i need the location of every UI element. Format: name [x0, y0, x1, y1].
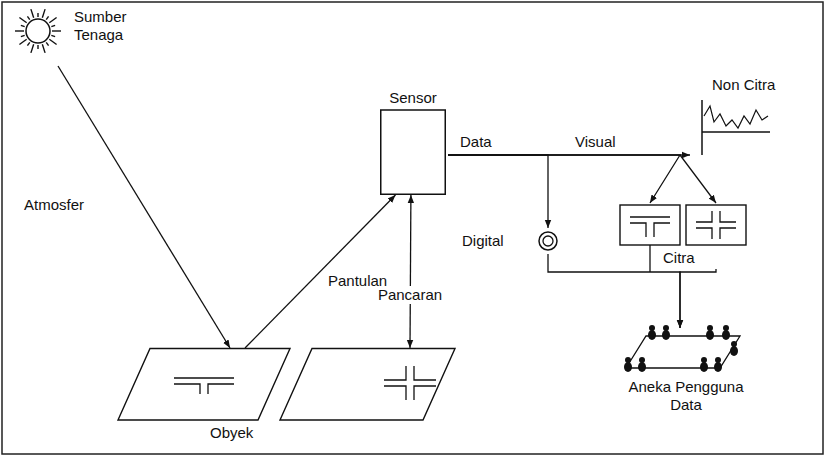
edge-label: Pancaran	[375, 286, 445, 304]
image-frame	[686, 205, 746, 245]
user-figure	[700, 362, 708, 372]
sun-ray	[52, 30, 61, 31]
sun-ray	[42, 9, 45, 18]
object-symbol	[414, 366, 436, 380]
sun-ray	[31, 9, 34, 18]
sun-ray	[21, 25, 25, 26]
sun-ray	[51, 25, 55, 26]
user-figure	[662, 330, 670, 340]
graph-axis	[702, 131, 770, 133]
object-symbol	[208, 384, 234, 394]
node-text: Citra	[663, 249, 695, 267]
sun-ray	[27, 16, 29, 19]
connector-arrow	[448, 155, 680, 203]
sun-ray	[31, 44, 34, 53]
digital-output: Digital	[462, 228, 560, 254]
merge-wire	[649, 245, 650, 272]
sun-ray	[27, 42, 29, 45]
graph-axis	[701, 100, 703, 155]
object-symbol	[384, 386, 406, 400]
sun-ray	[46, 42, 48, 45]
sun-ray	[46, 16, 48, 19]
non-image-output: Non Citra	[690, 76, 790, 168]
connector-layer	[58, 66, 716, 348]
node-text: Obyek	[210, 424, 253, 442]
object-symbol	[174, 377, 234, 378]
image-symbol	[696, 211, 712, 222]
sun-disc	[26, 19, 50, 43]
user-figure	[648, 330, 656, 340]
image-symbol	[630, 223, 646, 237]
sun-ray	[49, 17, 56, 22]
graph-curve	[704, 106, 768, 128]
user-figure	[714, 362, 722, 372]
image-symbol	[720, 211, 736, 222]
node-text: Sensor	[380, 89, 446, 107]
connector-arrow	[680, 269, 716, 328]
digital-symbol	[543, 236, 553, 246]
sun-ray	[42, 44, 45, 53]
edge-label: Atmosfer	[24, 196, 84, 214]
image-symbol	[654, 223, 670, 237]
user-figure	[624, 362, 632, 372]
sun-ray	[21, 35, 25, 36]
object-symbol	[174, 384, 200, 394]
image-frame	[620, 205, 680, 245]
flow-label: Data	[460, 133, 492, 151]
image-symbol	[630, 216, 670, 217]
sun-ray	[19, 39, 26, 44]
user-figure	[730, 346, 738, 356]
digital-symbol	[539, 232, 557, 250]
sun-ray	[51, 35, 55, 36]
object-area-art	[112, 348, 462, 448]
node-text: Non Citra	[712, 76, 775, 94]
node-text: Digital	[462, 232, 504, 250]
user-figure	[638, 362, 646, 372]
node-text: Aneka Pengguna Data	[621, 378, 751, 414]
object-area: Obyek	[112, 348, 462, 448]
object-symbol	[414, 386, 436, 400]
user-figure	[722, 330, 730, 340]
object-symbol	[384, 366, 406, 380]
connector-arrow	[245, 195, 395, 348]
sensor-box: Sensor	[380, 88, 448, 195]
node-text: Sumber Tenaga	[74, 8, 144, 44]
object-plane	[280, 349, 455, 421]
data-users: Aneka Pengguna Data	[616, 328, 756, 420]
connector-arrow	[548, 254, 680, 328]
sun-ray	[37, 45, 38, 49]
image-symbol	[720, 228, 736, 239]
sensor-box	[381, 110, 446, 194]
connector-arrow	[448, 155, 548, 228]
image-symbol	[696, 228, 712, 239]
image-output: Citra	[616, 203, 750, 269]
sun-ray	[49, 39, 56, 44]
sun-ray	[19, 17, 26, 22]
energy-source: Sumber Tenaga	[8, 4, 158, 66]
object-plane	[118, 349, 290, 421]
sun-ray	[37, 13, 38, 17]
connector-arrow	[409, 195, 411, 348]
user-figure	[706, 330, 714, 340]
sun-ray	[15, 30, 24, 31]
branch-arrow	[680, 155, 716, 203]
flow-label: Visual	[575, 133, 616, 151]
